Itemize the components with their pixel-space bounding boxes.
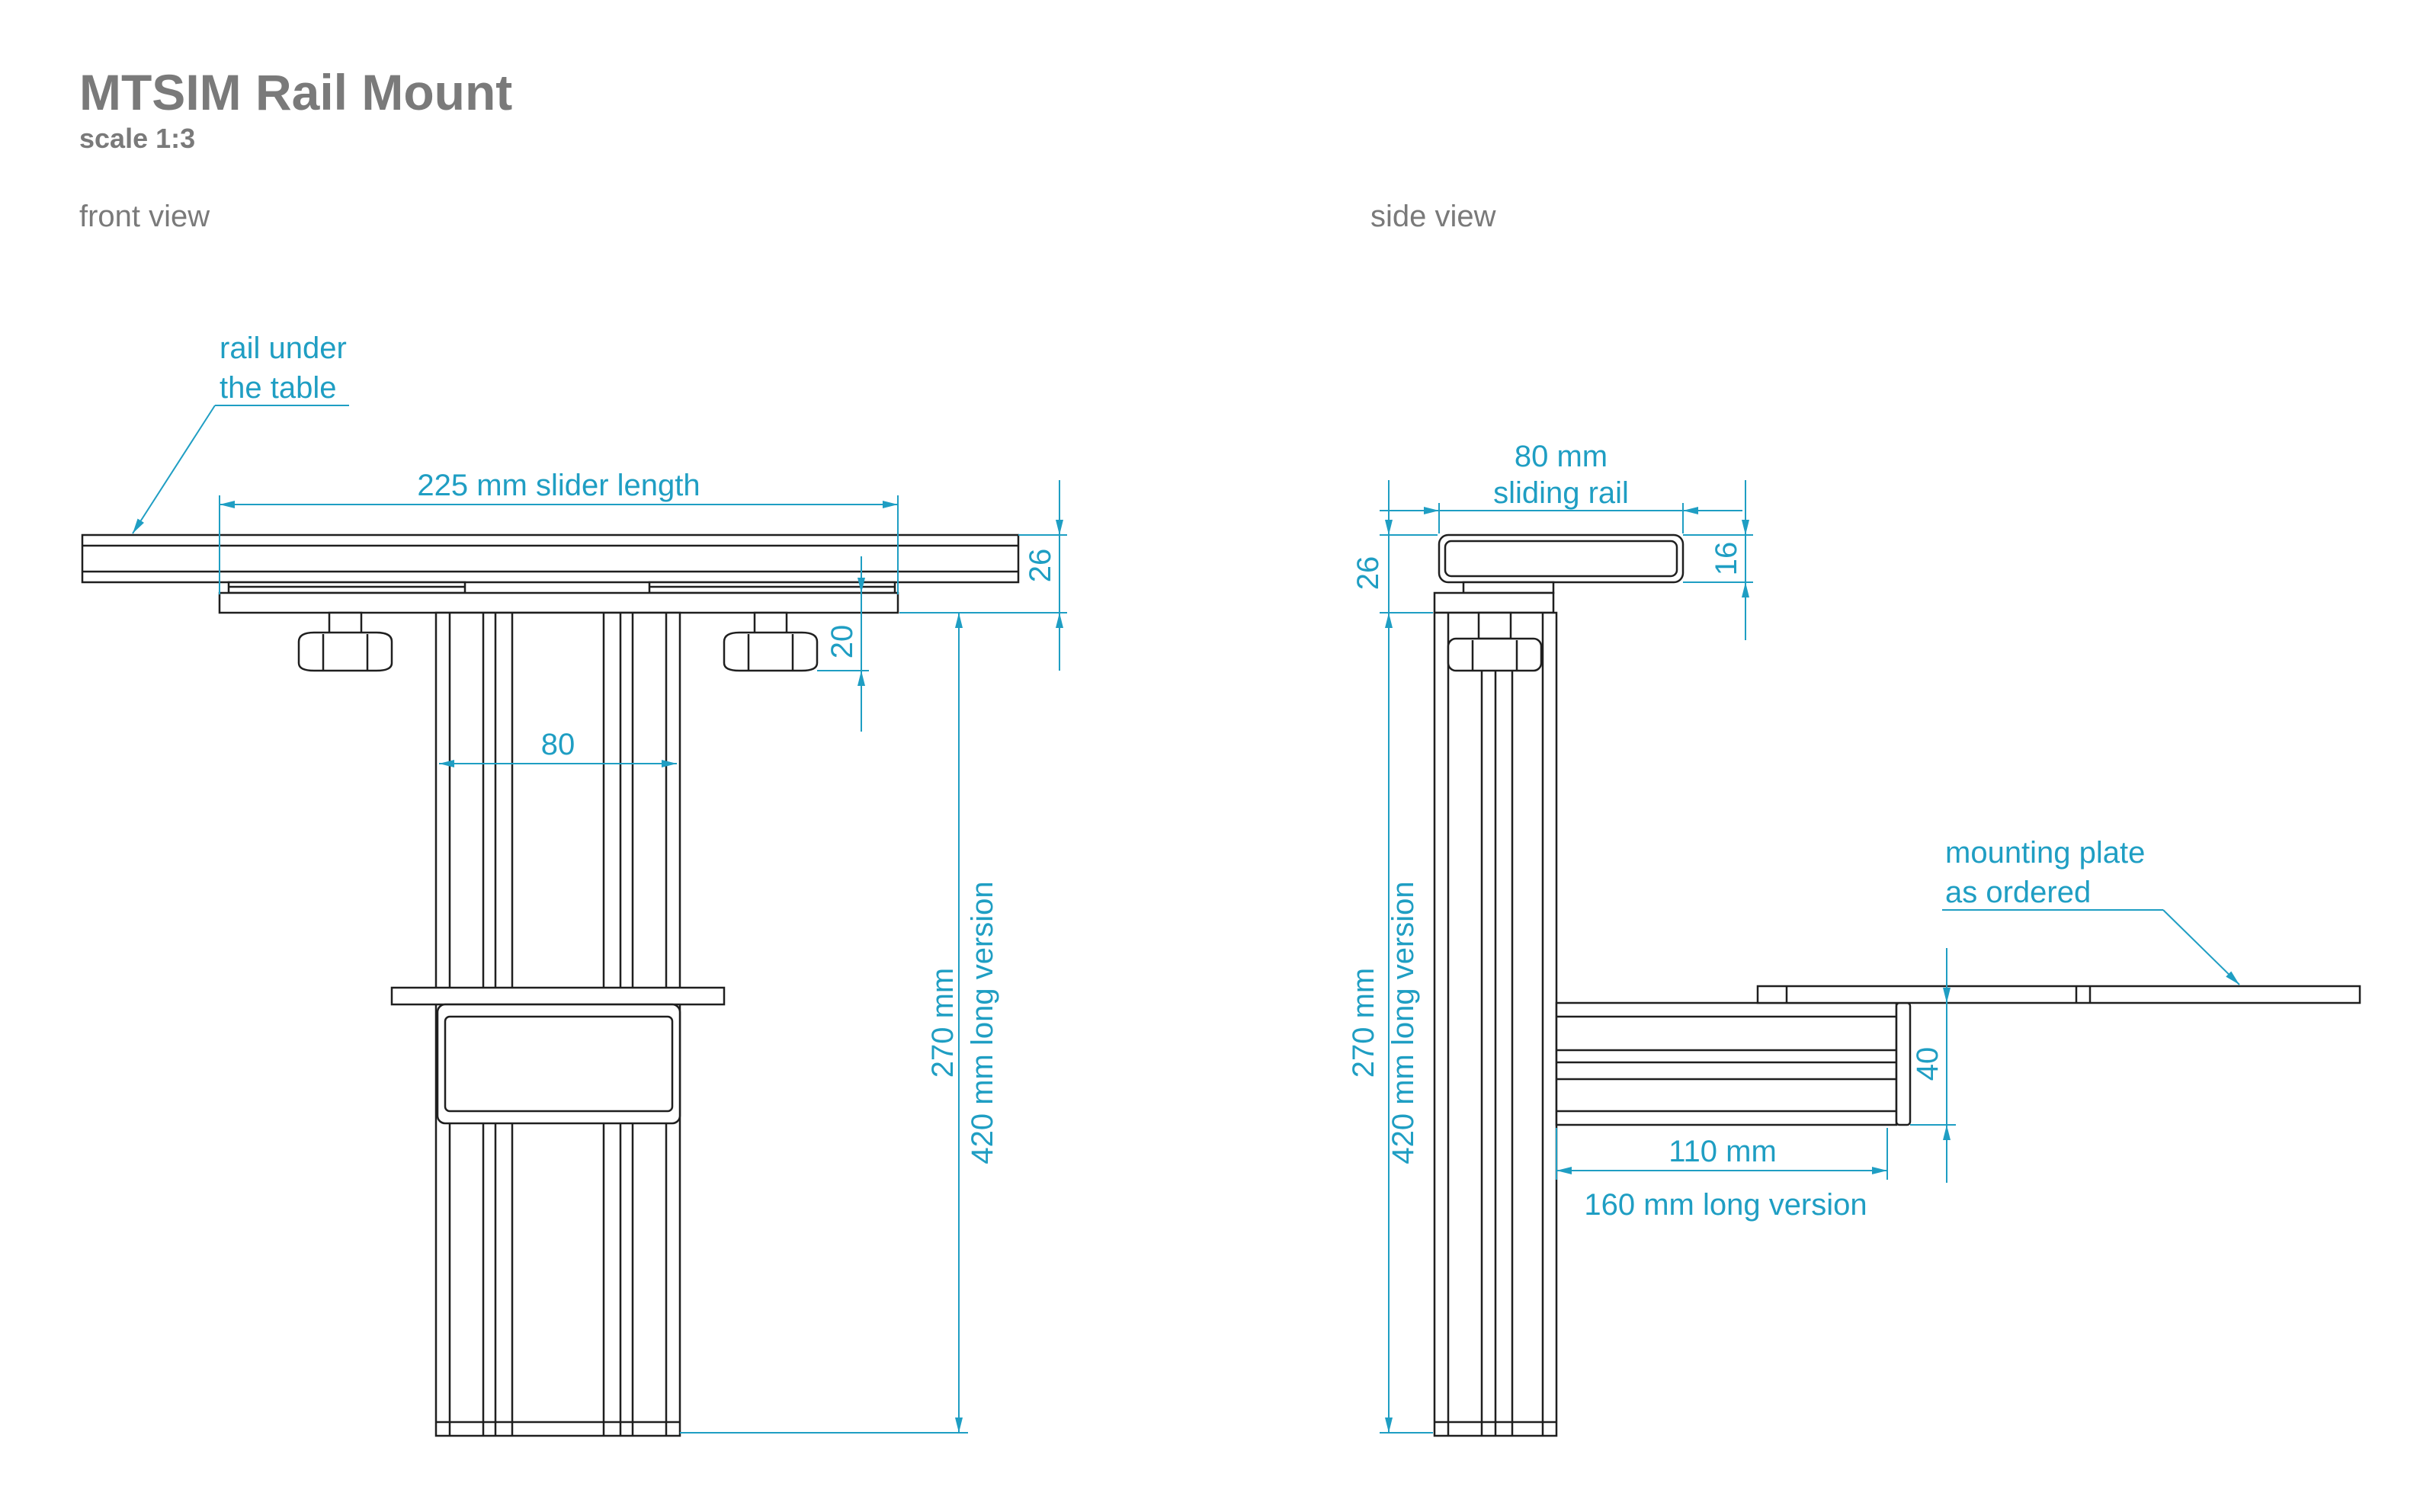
front-80-label: 80 [541,728,575,761]
front-420-label: 420 mm long version [966,881,999,1164]
front-table-rail [81,533,1020,584]
side-mounting-plate [1756,985,2361,1004]
side-view-label: side view [1370,200,1496,233]
side-16-label: 16 [1710,542,1743,576]
drawing-scale: scale 1:3 [79,123,196,154]
side-sliding-rail [1438,533,1685,584]
front-dim-height: 270 mm 420 mm long version [680,612,999,1434]
drawing-title: MTSIM Rail Mount [79,64,513,120]
side-dim-16: 16 [1683,480,1753,640]
side-dim-height: 270 mm 420 mm long version [1347,881,1433,1434]
side-26-label: 26 [1351,556,1385,591]
front-knob-left [297,611,393,672]
side-40-label: 40 [1911,1047,1944,1081]
side-dim-rail-width: 80 mm sliding rail [1380,440,1742,533]
front-view-label: front view [79,200,210,233]
slider-length-label: 225 mm slider length [417,469,700,502]
front-clamp-sleeve [390,986,726,1125]
front-knob-right [723,611,819,672]
side-160-label: 160 mm long version [1584,1188,1867,1222]
front-view: rail under the table 225 mm slider lengt… [81,332,1067,1437]
front-26-label: 26 [1024,549,1057,583]
rail-label-line1: rail under [220,332,347,365]
side-view: 80 mm sliding rail 26 16 270 mm 420 mm l… [1347,440,2361,1437]
front-slider-plate [218,581,899,614]
front-dim-slider-length: 225 mm slider length [219,469,899,594]
side-plate-leader: mounting plate as ordered [1942,836,2240,985]
front-270-label: 270 mm [926,968,960,1078]
plate-label-line2: as ordered [1945,876,2091,909]
front-rail-leader: rail under the table [132,332,349,534]
side-vertical-profile [1433,611,1558,1437]
side-270-label: 270 mm [1347,968,1380,1078]
side-110-label: 110 mm [1668,1135,1777,1168]
rail-label-line2: the table [220,371,336,405]
side-horizontal-arm [1555,1001,1912,1126]
front-dim-20: 20 [817,556,869,732]
side-dim-arm-length: 110 mm 160 mm long version [1556,1128,1888,1222]
side-knob [1447,611,1543,672]
side-80-label-line1: 80 mm [1515,440,1608,473]
front-dim-80: 80 [439,728,677,767]
side-dim-26: 26 [1351,480,1438,1433]
side-80-label-line2: sliding rail [1493,476,1629,510]
side-slider-block [1433,581,1555,614]
side-420-label: 420 mm long version [1386,881,1420,1164]
side-dim-40: 40 [1910,948,1956,1183]
front-20-label: 20 [825,625,859,659]
plate-label-line1: mounting plate [1945,836,2145,870]
